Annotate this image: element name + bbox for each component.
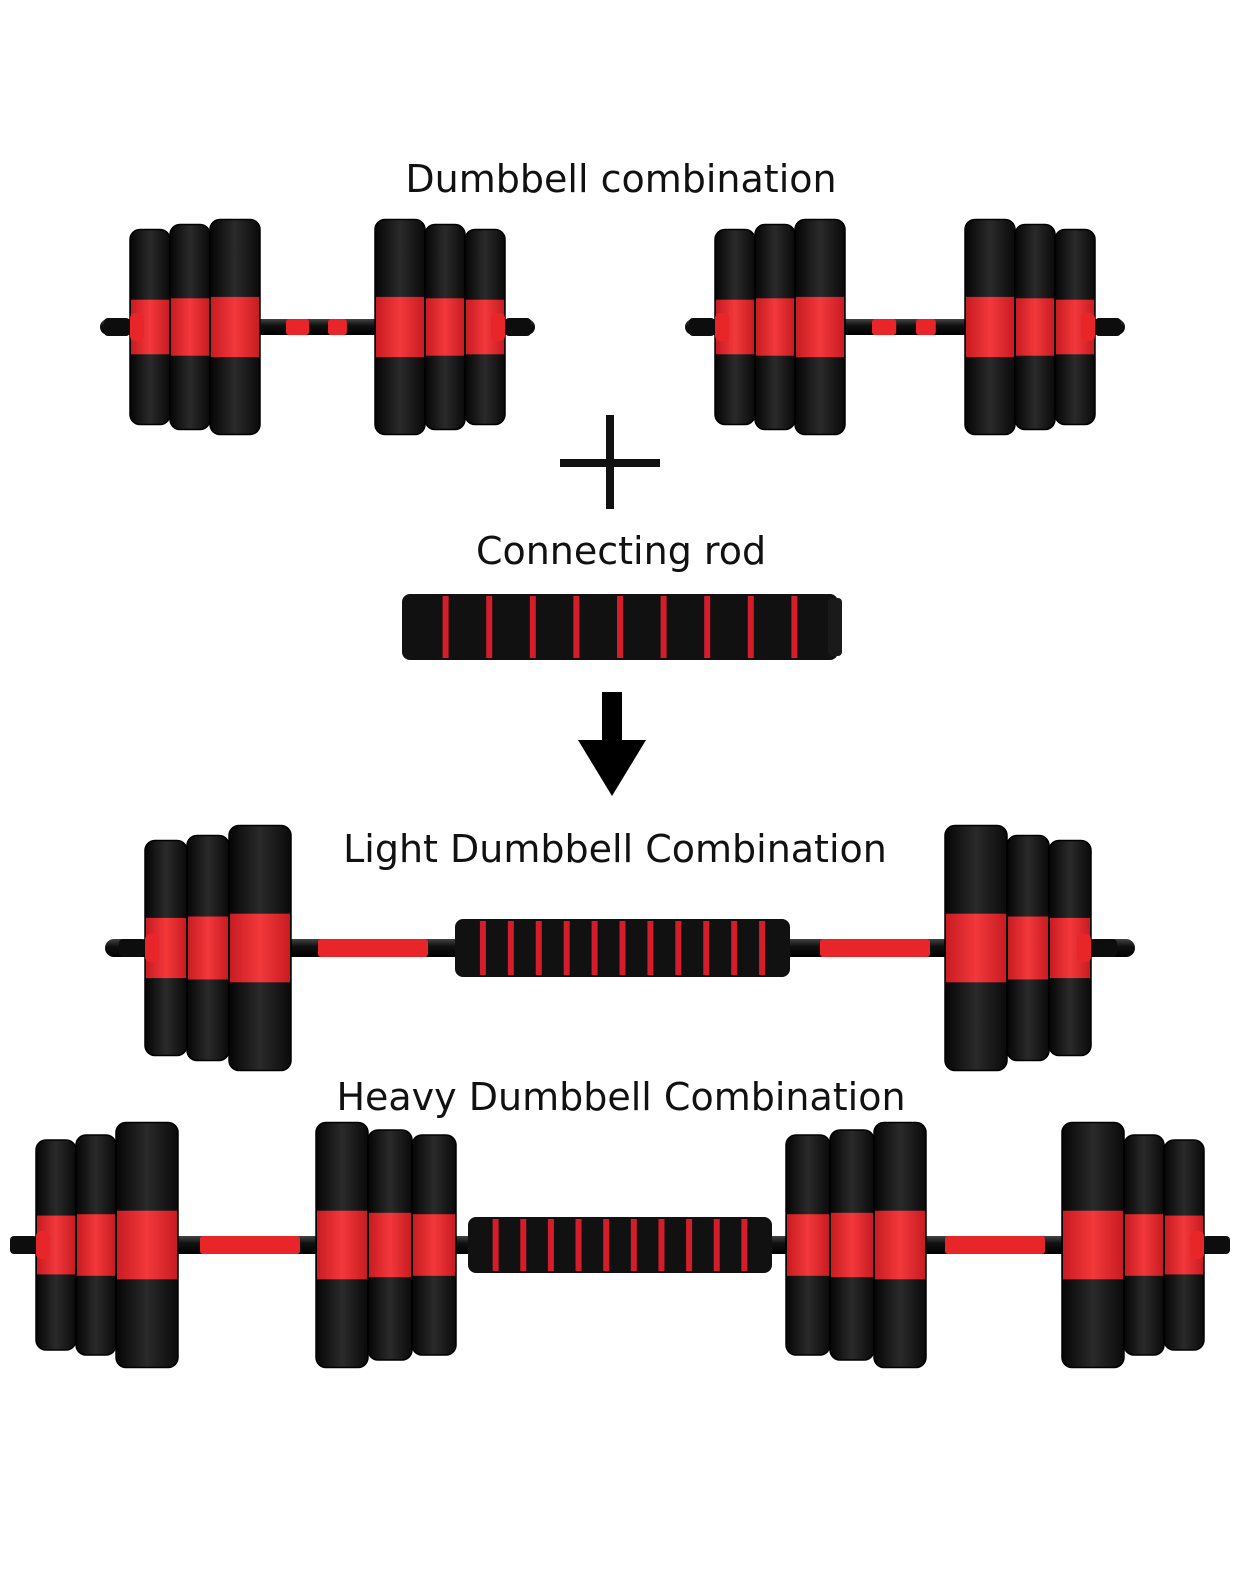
plate-red-band	[426, 298, 464, 356]
plate-red-band	[211, 296, 259, 358]
thread-end	[689, 318, 715, 336]
plate-red-band	[756, 298, 794, 356]
collar-nut	[1077, 934, 1091, 962]
thread-end	[1204, 1236, 1230, 1254]
knurled-grip	[318, 939, 428, 957]
plate-red-band	[875, 1210, 925, 1280]
collar-nut	[715, 313, 729, 341]
plate-red-band	[188, 916, 228, 980]
foam-red-stripe	[520, 1219, 527, 1271]
foam-red-stripe	[713, 1219, 720, 1271]
foam-red-stripe	[617, 596, 623, 658]
thread-end	[104, 318, 130, 336]
knurled-grip	[820, 939, 930, 957]
foam-sleeve	[468, 1217, 772, 1273]
plate-red-band	[413, 1214, 455, 1276]
foam-red-stripe	[563, 921, 570, 975]
thread-end	[505, 318, 531, 336]
light-combination-label: Light Dumbbell Combination	[300, 826, 930, 872]
heavy-barbell	[10, 1121, 1230, 1369]
foam-red-stripe	[486, 596, 493, 658]
foam-red-stripe	[479, 921, 486, 975]
thread-end	[10, 1236, 36, 1254]
foam-red-stripe	[492, 1219, 499, 1271]
plate-red-band	[171, 298, 209, 356]
collar-nut	[1190, 1231, 1204, 1259]
collar-nut	[1081, 313, 1095, 341]
knurled-grip	[200, 1236, 300, 1254]
plate-red-band	[77, 1214, 115, 1276]
plate-red-band	[796, 296, 844, 358]
foam-red-stripe	[529, 596, 536, 658]
foam-red-stripe	[573, 596, 580, 658]
knurled-grip	[945, 1236, 1045, 1254]
plus-icon	[560, 415, 660, 509]
collar-nut	[491, 313, 505, 341]
foam-red-stripe	[630, 1219, 637, 1271]
dumbbell-combination-label: Dumbbell combination	[405, 157, 837, 201]
plate-red-band	[1016, 298, 1054, 356]
plate-red-band	[230, 913, 290, 983]
foam-red-stripe	[507, 921, 514, 975]
plate-red-band	[831, 1212, 873, 1278]
thread-end	[1091, 939, 1117, 957]
light-barbell	[105, 824, 1135, 1072]
thread-end	[119, 939, 145, 957]
foam-red-stripe	[442, 596, 449, 658]
knurled-grip	[916, 319, 936, 335]
knurled-grip	[872, 319, 897, 335]
plate-red-band	[966, 296, 1014, 358]
foam-red-stripe	[731, 921, 738, 975]
dumbbell-right	[685, 218, 1125, 436]
foam-red-stripe	[675, 921, 682, 975]
thread-end	[1095, 318, 1121, 336]
foam-red-stripe	[647, 921, 654, 975]
connecting-rod-label: Connecting rod	[475, 529, 767, 573]
connecting-rod	[402, 594, 842, 660]
foam-red-stripe	[575, 1219, 582, 1271]
arrow-down-icon	[578, 692, 646, 796]
knurled-grip	[328, 319, 347, 335]
plate-red-band	[376, 296, 424, 358]
plate-red-band	[946, 913, 1006, 983]
foam-red-stripe	[704, 596, 711, 658]
rod-end-cap	[828, 598, 842, 656]
plate-red-band	[117, 1210, 177, 1280]
dumbbell-left	[100, 218, 535, 436]
foam-red-stripe	[791, 596, 798, 658]
collar-nut	[36, 1231, 50, 1259]
foam-red-stripe	[603, 1219, 610, 1271]
foam-red-stripe	[686, 1219, 693, 1271]
collar-nut	[145, 934, 159, 962]
foam-red-stripe	[759, 921, 766, 975]
heavy-combination-label: Heavy Dumbbell Combination	[336, 1075, 906, 1119]
plate-red-band	[1125, 1214, 1163, 1276]
plate-red-band	[317, 1210, 367, 1280]
foam-red-stripe	[535, 921, 542, 975]
plate-red-band	[787, 1214, 829, 1276]
plate-red-band	[369, 1212, 411, 1278]
foam-red-stripe	[660, 596, 667, 658]
foam-red-stripe	[741, 1219, 748, 1271]
foam-red-stripe	[547, 1219, 554, 1271]
foam-red-stripe	[703, 921, 710, 975]
foam-red-stripe	[619, 921, 626, 975]
collar-nut	[130, 313, 144, 341]
plate-red-band	[1063, 1210, 1123, 1280]
knurled-grip	[286, 319, 310, 335]
foam-red-stripe	[747, 596, 754, 658]
foam-red-stripe	[658, 1219, 665, 1271]
plate-red-band	[1008, 916, 1048, 980]
foam-red-stripe	[591, 921, 598, 975]
